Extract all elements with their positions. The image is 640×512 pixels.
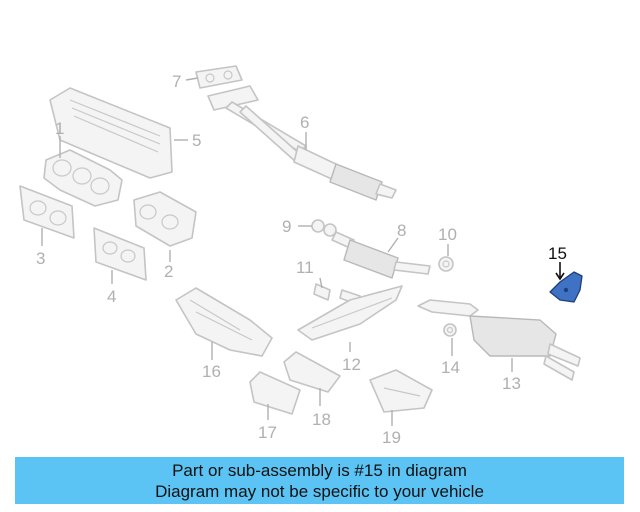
- callout-6: 6: [300, 113, 309, 132]
- leader-lines: [41, 77, 565, 426]
- callout-12: 12: [342, 355, 361, 374]
- callout-19: 19: [382, 428, 401, 447]
- callout-5: 5: [192, 131, 201, 150]
- part-13-muffler: [417, 299, 581, 381]
- part-17-heat-shield: [249, 371, 301, 415]
- callout-16: 16: [202, 362, 221, 381]
- callout-2: 2: [164, 262, 173, 281]
- banner-line-2: Diagram may not be specific to your vehi…: [155, 481, 484, 501]
- callout-3: 3: [36, 249, 45, 268]
- part-4-gasket: [93, 227, 147, 281]
- part-14-hanger: [443, 323, 457, 337]
- exhaust-parts-diagram: 1 2 3 4 5 6 7 8 9 10 11 12 13 14 15 16 1…: [19, 65, 583, 447]
- callout-7: 7: [172, 72, 181, 91]
- part-3-gasket: [19, 185, 75, 239]
- callout-10: 10: [438, 225, 457, 244]
- callout-15-highlighted: 15: [548, 244, 567, 263]
- part-7-flange-gasket: [195, 65, 243, 89]
- part-10-hanger: [438, 256, 454, 272]
- info-banner: Part or sub-assembly is #15 in diagram D…: [15, 457, 624, 504]
- part-8-center-pipe: [331, 231, 431, 279]
- part-16-heat-shield: [175, 287, 273, 357]
- part-19-heat-shield: [369, 369, 433, 413]
- callout-18: 18: [312, 410, 331, 429]
- callout-1: 1: [55, 119, 64, 138]
- part-18-heat-shield: [283, 351, 341, 393]
- callout-14: 14: [441, 358, 460, 377]
- callout-9: 9: [282, 217, 291, 236]
- callout-numbers: 1 2 3 4 5 6 7 8 9 10 11 12 13 14 15 16 1…: [36, 72, 567, 447]
- part-1-exhaust-manifold: [43, 149, 123, 207]
- callout-4: 4: [107, 287, 116, 306]
- part-2-exhaust-manifold: [133, 191, 197, 247]
- part-6-front-pipe: [207, 85, 397, 201]
- callout-8: 8: [397, 221, 406, 240]
- banner-line-1: Part or sub-assembly is #15 in diagram: [172, 460, 467, 480]
- callout-17: 17: [258, 423, 277, 442]
- callout-13: 13: [502, 374, 521, 393]
- part-12-heat-shield: [297, 285, 403, 341]
- callout-11: 11: [296, 258, 314, 277]
- part-15-bracket-highlighted: [549, 271, 583, 303]
- part-9-clamp: [311, 219, 337, 237]
